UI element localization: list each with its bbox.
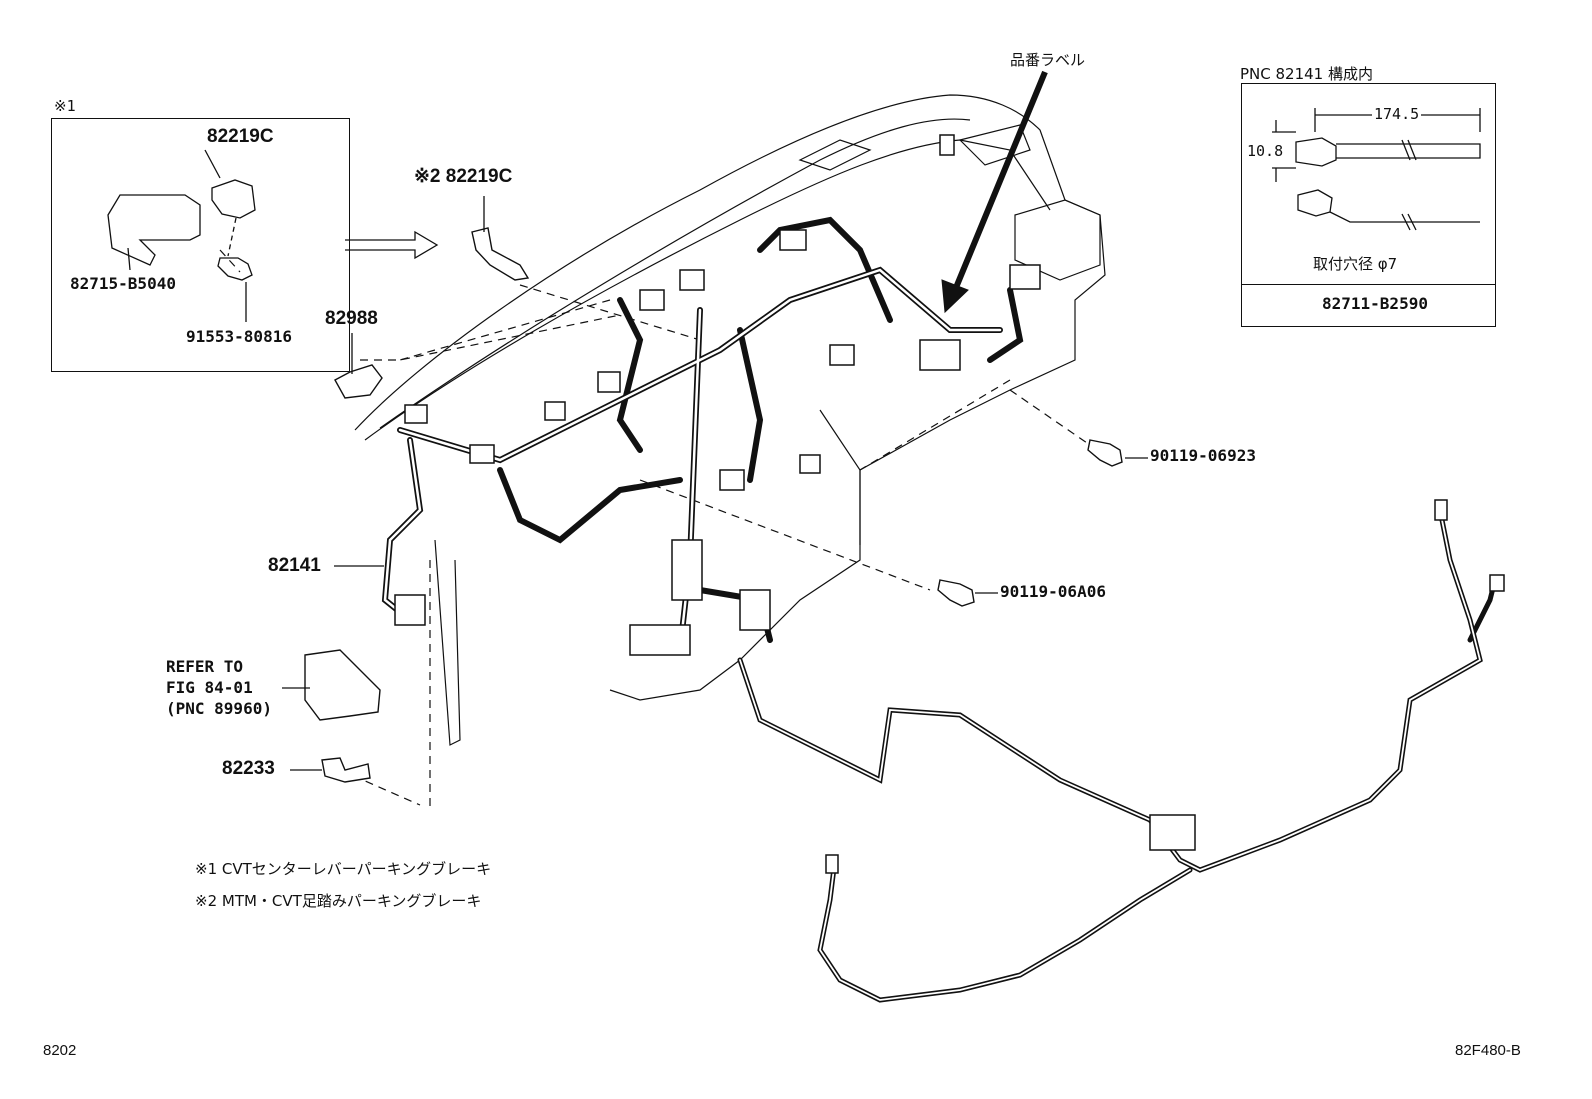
part-number: 82233 (222, 758, 275, 779)
bolt-91553-part (217, 257, 253, 281)
dimension-length: 174.5 (1372, 105, 1422, 123)
label-tag-text: 品番ラベル (1010, 51, 1086, 69)
drawing-code: 82F480-B (1455, 1042, 1521, 1059)
note-part-number: ※2 82219C (414, 166, 513, 187)
dashboard-outline (354, 94, 1106, 701)
note-line: ※2 MTM・CVT足踏みパーキングブレーキ (195, 892, 482, 910)
connector (629, 624, 691, 656)
connector (799, 454, 821, 474)
bolt-90119-06923 (1087, 439, 1123, 467)
dashed-guide-2 (519, 284, 701, 341)
connector (1009, 264, 1041, 290)
dashed-guide-3 (639, 479, 931, 591)
connector (404, 404, 428, 424)
dashed-box-inset (219, 249, 241, 273)
harness-branch-6 (497, 467, 683, 544)
connector (1489, 574, 1505, 592)
dashed-guide-8 (399, 299, 611, 361)
part-number: 91553-80816 (186, 327, 292, 346)
dashboard-inner (364, 139, 1051, 441)
hole-diameter: 取付穴径 φ7 (1313, 255, 1398, 273)
sensor-82988-part (334, 364, 383, 399)
clip-part (1295, 137, 1337, 167)
part-number: 90119-06A06 (1000, 582, 1106, 601)
sensor-82219c-part (471, 227, 530, 281)
part-number: 82715-B5040 (70, 274, 176, 293)
part-number: 82988 (325, 308, 378, 329)
harness-branch-3 (616, 297, 644, 453)
sensor-82219c-inset (211, 179, 256, 219)
connector (597, 371, 621, 393)
connector (639, 289, 665, 311)
dashed-guide-4 (1009, 389, 1091, 446)
note-line: ※1 CVTセンターレバーパーキングブレーキ (195, 860, 492, 878)
inset-mark: ※1 (54, 97, 76, 115)
box-right (1014, 199, 1101, 281)
connector (394, 594, 426, 626)
vent-center (798, 139, 872, 171)
connector (544, 401, 566, 421)
dimension-height: 10.8 (1247, 142, 1284, 160)
connector (779, 229, 807, 251)
refer-line: FIG 84-01 (166, 678, 253, 697)
bracket-part (304, 649, 381, 721)
harness-right (987, 287, 1024, 363)
refer-line: (PNC 89960) (166, 699, 272, 718)
connector (671, 539, 703, 601)
console-line (819, 409, 861, 545)
part-number: 82141 (268, 555, 321, 576)
floor-harness (737, 507, 1483, 873)
connector (679, 269, 705, 291)
connector (1149, 814, 1196, 851)
part-number: 90119-06923 (1150, 446, 1256, 465)
dashed-guide-7 (859, 379, 1011, 471)
connector (829, 344, 855, 366)
inset-box-right (1241, 83, 1496, 327)
figure-number: 8202 (43, 1042, 77, 1059)
connector (469, 444, 495, 464)
connector (739, 589, 771, 631)
part-number: 82219C (207, 126, 274, 147)
connector (919, 339, 961, 371)
refer-line: REFER TO (166, 657, 244, 676)
connector (719, 469, 745, 491)
switch-82233-part (321, 757, 371, 783)
harness-branch-5 (737, 327, 764, 483)
bolt-90119-06a06 (937, 579, 975, 607)
vent-right (958, 124, 1031, 166)
inset-box-left (51, 118, 350, 372)
inset-divider (1241, 284, 1496, 285)
panel-lower (434, 539, 461, 746)
inset-title: PNC 82141 構成内 (1240, 65, 1373, 83)
bracket-82715-part (107, 194, 201, 266)
label-arrow (941, 70, 1048, 314)
dashed-guide-1 (360, 314, 621, 361)
connector (1434, 499, 1448, 521)
hollow-arrow (345, 230, 439, 260)
connector (939, 134, 955, 156)
connector (825, 854, 839, 874)
dashboard-top (379, 118, 971, 429)
part-number: 82711-B2590 (1322, 294, 1428, 313)
